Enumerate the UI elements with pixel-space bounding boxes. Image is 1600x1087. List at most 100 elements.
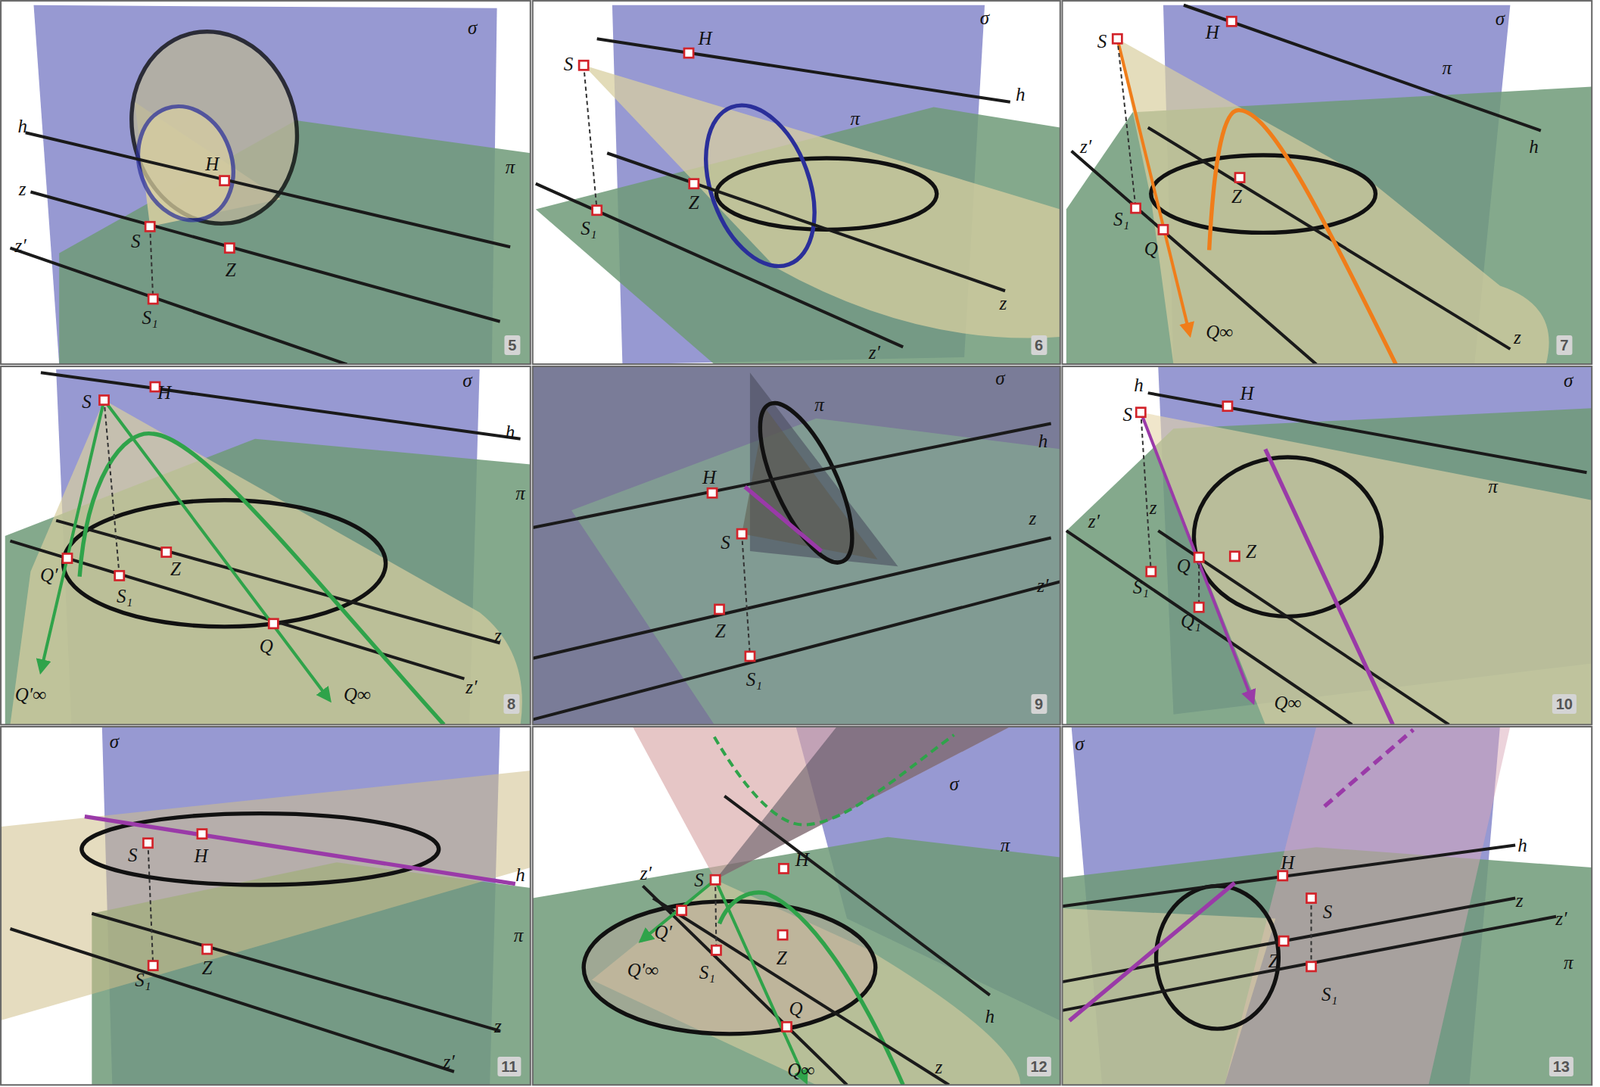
panel-number: 6 xyxy=(1030,335,1047,355)
point-label: σ xyxy=(1495,9,1505,29)
point-label: S xyxy=(694,870,704,890)
point-label: S xyxy=(130,231,141,251)
point-label: z′ xyxy=(1080,136,1092,156)
panel-number: 9 xyxy=(1030,694,1047,714)
point-label: h xyxy=(1133,375,1144,395)
point-label: π xyxy=(505,156,516,176)
point-label: z′ xyxy=(868,342,881,362)
point-label: z′ xyxy=(14,235,26,255)
point-label: S xyxy=(720,532,731,551)
point-label: z′ xyxy=(443,1052,455,1071)
point-label: Q∞ xyxy=(787,1059,815,1079)
point-label: S₁ xyxy=(699,961,716,981)
point-label: h xyxy=(1015,84,1026,104)
point-label: σ xyxy=(980,7,990,27)
point-label: Q∞ xyxy=(1205,322,1233,342)
point-label: S₁ xyxy=(580,217,597,237)
point-label: z xyxy=(1029,507,1037,527)
panel-number: 10 xyxy=(1552,694,1577,714)
point-label: H xyxy=(205,153,219,173)
point-label: Q∞ xyxy=(1273,692,1302,712)
point-label: z xyxy=(1515,890,1524,910)
point-label: π xyxy=(850,108,861,128)
panel-number: 7 xyxy=(1556,335,1572,355)
point-label: σ xyxy=(995,367,1005,387)
point-label: z xyxy=(935,1056,944,1076)
point-label: Z xyxy=(225,259,237,279)
point-label: H xyxy=(1239,383,1254,403)
panel-number: 12 xyxy=(1026,1056,1051,1077)
point-label: H xyxy=(702,466,716,486)
point-label: Q xyxy=(259,636,274,656)
point-label: h xyxy=(1517,835,1528,855)
point-label: S₁ xyxy=(1113,208,1130,228)
point-label: z xyxy=(494,625,502,645)
point-label: h xyxy=(17,115,28,135)
point-label: π xyxy=(1442,58,1453,78)
point-label: S xyxy=(1322,902,1333,922)
point-label: π xyxy=(1563,952,1574,972)
point-label: z′ xyxy=(1036,575,1049,595)
point-label: σ xyxy=(1563,370,1573,390)
point-label: σ xyxy=(109,731,119,751)
point-label: z′ xyxy=(1555,908,1567,928)
point-label: H xyxy=(1205,21,1220,41)
point-label: Q′∞ xyxy=(15,684,47,704)
point-label: π xyxy=(513,925,524,945)
point-label: π xyxy=(814,394,825,414)
point-label: Q xyxy=(789,999,804,1018)
point-label: σ xyxy=(462,370,472,390)
point-label: Z xyxy=(715,621,726,641)
point-label: z xyxy=(18,179,27,199)
point-label: z xyxy=(999,293,1007,313)
point-label: Z xyxy=(688,192,700,212)
point-label: z xyxy=(1513,326,1522,346)
point-label: S xyxy=(1123,404,1134,424)
point-label: Q₁ xyxy=(1180,610,1202,630)
point-label: S₁ xyxy=(1321,984,1338,1004)
point-label: h xyxy=(1528,136,1539,156)
point-label: S₁ xyxy=(134,970,151,990)
point-label: h xyxy=(505,422,516,442)
point-label: σ xyxy=(1074,733,1084,753)
point-label: Q xyxy=(1176,555,1191,575)
point-label: S xyxy=(563,53,574,73)
point-label: Q∞ xyxy=(343,684,371,704)
point-label: Z xyxy=(1231,186,1243,206)
panel-number: 11 xyxy=(497,1056,521,1077)
panel-number: 13 xyxy=(1549,1056,1574,1077)
point-label: π xyxy=(1000,835,1011,855)
point-label: π xyxy=(1487,476,1498,495)
point-label: H xyxy=(795,849,810,869)
point-label: Z xyxy=(202,958,213,978)
point-label: z′ xyxy=(465,677,477,697)
point-label: H xyxy=(157,382,172,402)
point-label: Z xyxy=(170,559,181,579)
point-label: S xyxy=(81,391,92,411)
point-label: z xyxy=(1149,498,1158,517)
panel-number: 8 xyxy=(503,694,520,714)
point-label: S xyxy=(1097,31,1108,50)
point-label: h xyxy=(985,1005,996,1025)
point-label: H xyxy=(194,845,209,865)
point-label: S₁ xyxy=(142,308,159,327)
point-label: S xyxy=(127,844,138,864)
point-label: σ xyxy=(949,774,959,794)
point-label: Q′ xyxy=(654,921,673,941)
point-label: z xyxy=(494,1016,502,1036)
panel-number: 5 xyxy=(504,335,520,355)
point-label: z′ xyxy=(640,862,652,882)
point-label: Z xyxy=(776,947,788,967)
point-label: S₁ xyxy=(1133,577,1149,597)
point-label: S₁ xyxy=(116,586,133,606)
point-label: Q xyxy=(1144,238,1158,258)
point-label: σ xyxy=(467,18,477,38)
point-label: Q′ xyxy=(40,565,59,585)
point-label: h xyxy=(515,865,526,885)
point-label: H xyxy=(698,28,713,47)
point-label: π xyxy=(515,483,526,503)
point-label: Q′∞ xyxy=(627,959,659,979)
point-label: z′ xyxy=(1088,510,1100,530)
point-label: H xyxy=(1280,852,1295,872)
